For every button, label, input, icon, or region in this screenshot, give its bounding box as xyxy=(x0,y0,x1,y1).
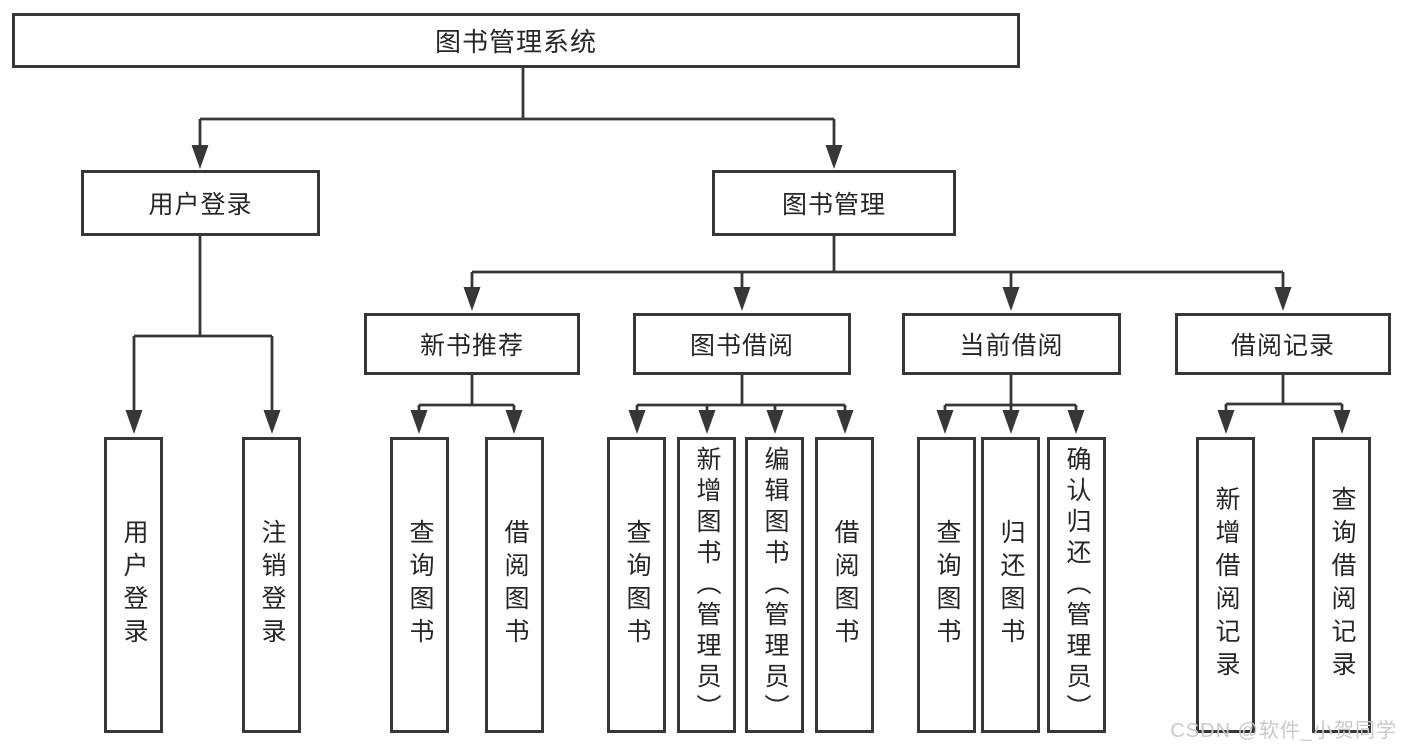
node-root: 图书管理系统 xyxy=(12,13,1020,68)
node-book-borrow: 图书借阅 xyxy=(633,313,851,375)
leaf-query-book-2: 查询图书 xyxy=(607,437,666,733)
connector-bookmgmt-to-level3 xyxy=(470,236,1285,290)
leaf-confirm-return-admin: 确认归还（管理员） xyxy=(1047,437,1106,733)
leaf-label: 新增图书（管理员） xyxy=(693,445,721,725)
csdn-watermark: CSDN @软件_小贺同学 xyxy=(1170,720,1397,742)
node-new-book-recommend: 新书推荐 xyxy=(364,313,580,375)
node-book-management-branch: 图书管理 xyxy=(712,170,956,236)
node-label: 当前借阅 xyxy=(959,332,1064,360)
connector-borrow-to-leaves xyxy=(635,375,847,413)
leaf-query-book-1: 查询图书 xyxy=(390,437,449,733)
node-user-login-branch: 用户登录 xyxy=(81,170,320,236)
leaf-add-book-admin: 新增图书（管理员） xyxy=(677,437,736,733)
leaf-label: 新增借阅记录 xyxy=(1212,486,1240,684)
node-label: 新书推荐 xyxy=(419,332,524,360)
arrowheads xyxy=(125,145,1351,434)
connector-records-to-leaves xyxy=(1224,375,1344,413)
leaf-return-book: 归还图书 xyxy=(981,437,1040,733)
leaf-edit-book-admin: 编辑图书（管理员） xyxy=(745,437,804,733)
node-current-borrow: 当前借阅 xyxy=(902,313,1121,375)
leaf-borrow-book-1: 借阅图书 xyxy=(485,437,544,733)
leaf-user-login: 用户登录 xyxy=(104,437,163,733)
leaf-label: 查询图书 xyxy=(933,519,961,651)
leaf-label: 借阅图书 xyxy=(831,519,859,651)
connector-userlogin-to-leaves xyxy=(132,236,274,413)
leaf-label: 查询借阅记录 xyxy=(1328,486,1356,684)
leaf-query-book-3: 查询图书 xyxy=(917,437,976,733)
connector-current-to-leaves xyxy=(943,375,1078,413)
leaf-add-borrow-record: 新增借阅记录 xyxy=(1196,437,1255,733)
leaf-logout: 注销登录 xyxy=(242,437,301,733)
leaf-label: 归还图书 xyxy=(997,519,1025,651)
leaf-label: 确认归还（管理员） xyxy=(1063,445,1091,725)
leaf-label: 查询图书 xyxy=(623,519,651,651)
node-label: 用户登录 xyxy=(148,191,253,219)
node-borrow-records: 借阅记录 xyxy=(1175,313,1391,375)
connector-newbook-to-leaves xyxy=(417,375,516,413)
leaf-label: 编辑图书（管理员） xyxy=(761,445,789,725)
leaf-label: 注销登录 xyxy=(258,519,286,651)
leaf-label: 借阅图书 xyxy=(501,519,529,651)
node-root-label: 图书管理系统 xyxy=(434,27,597,57)
connector-root-to-level2 xyxy=(198,68,836,149)
leaf-query-borrow-record: 查询借阅记录 xyxy=(1312,437,1371,733)
node-label: 图书借阅 xyxy=(689,332,794,360)
leaf-borrow-book-2: 借阅图书 xyxy=(815,437,874,733)
node-label: 图书管理 xyxy=(781,191,886,219)
leaf-label: 用户登录 xyxy=(120,519,148,651)
node-label: 借阅记录 xyxy=(1230,332,1335,360)
leaf-label: 查询图书 xyxy=(406,519,434,651)
